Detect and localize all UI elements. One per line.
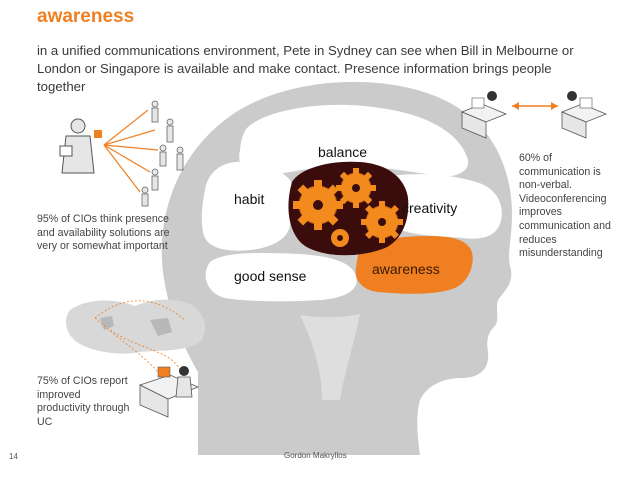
label-habit: habit [234, 191, 264, 207]
brain-stem [300, 314, 360, 400]
slide-title: awareness [37, 6, 135, 27]
brain-lobe-bottom-left [205, 252, 357, 302]
brain-lobe-left [201, 161, 294, 251]
label-awareness: awareness [372, 261, 440, 277]
desk-worker-icon [138, 366, 200, 418]
note-videoconference: 60% of communication is non-verbal. Vide… [519, 152, 611, 260]
note-presence: 95% of CIOs think presence and availabil… [37, 213, 170, 253]
note-productivity: 75% of CIOs report improved productivity… [37, 375, 130, 428]
label-balance: balance [318, 144, 367, 160]
slide-subtitle: in a unified communications environment,… [37, 43, 574, 94]
brain-lobe-right [377, 174, 502, 239]
page-number: 14 [9, 452, 18, 461]
gear-small-icon [331, 229, 349, 247]
author-name: Gordon Makryllos [284, 451, 347, 460]
gear-left-icon [293, 180, 343, 230]
broadcast-arrows [103, 109, 159, 193]
gear-right-icon [361, 201, 403, 243]
awareness-lobe [355, 236, 473, 294]
remote-people-icons [141, 100, 184, 207]
label-good-sense: good sense [234, 268, 307, 284]
brain-lobe-top [239, 104, 469, 177]
presence-person-icon [59, 118, 102, 174]
world-map-icon [65, 299, 206, 376]
videoconference-icon [460, 91, 608, 139]
gear-center-icon [336, 168, 376, 208]
label-creativity: creativity [402, 200, 457, 216]
